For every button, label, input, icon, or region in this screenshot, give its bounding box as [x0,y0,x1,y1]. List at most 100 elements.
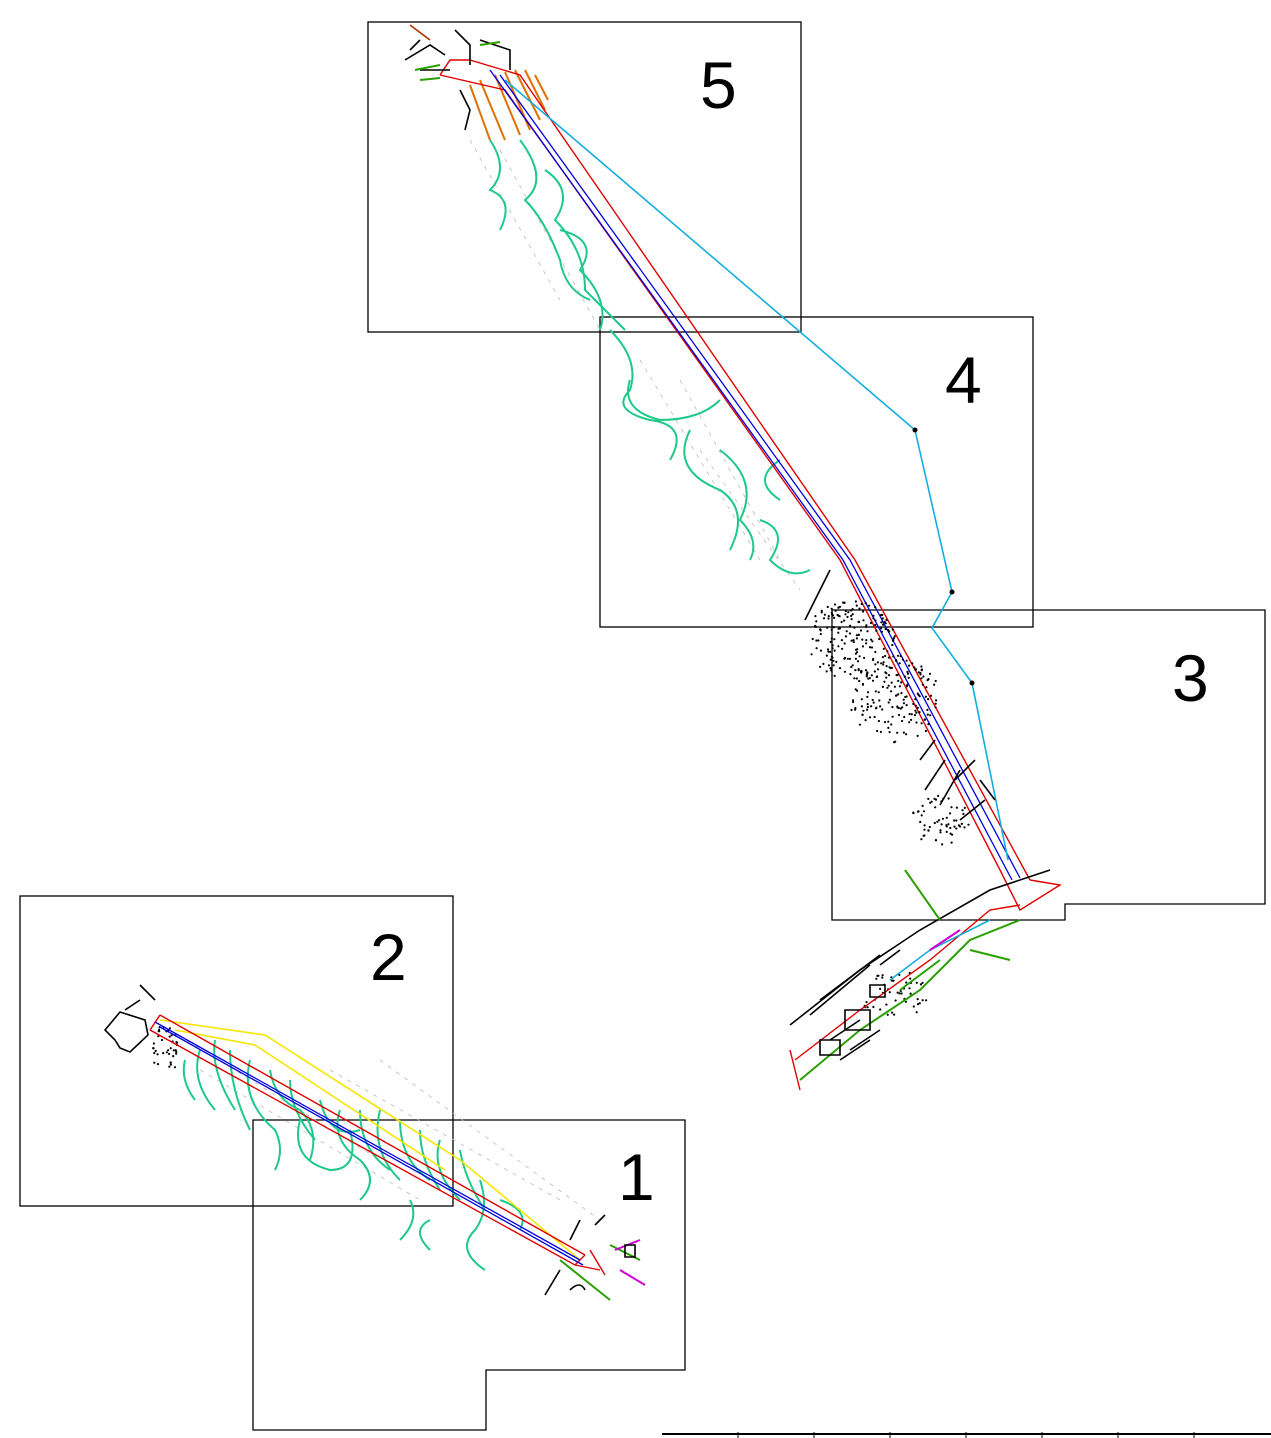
survey-point [866,708,869,711]
survey-point [895,694,898,697]
survey-point [814,624,817,628]
survey-point [841,647,844,650]
survey-point [887,726,890,730]
survey-point [927,723,930,726]
survey-point [896,705,899,708]
survey-point [879,614,883,617]
survey-point [960,822,963,826]
survey-point [920,677,923,680]
survey-point [947,823,950,826]
survey-point [913,666,916,669]
survey-point [890,666,894,670]
survey-point [832,626,836,629]
survey-point [874,690,877,693]
survey-point [885,665,888,668]
survey-point [897,706,900,710]
survey-point [865,642,868,645]
survey-point [819,632,822,636]
orange-hatch [469,69,549,141]
survey-point [888,666,891,669]
survey-point [866,695,869,699]
survey-point [831,644,834,647]
survey-point [894,659,898,662]
survey-point [831,647,834,650]
survey-point [823,613,827,616]
survey-point [915,711,918,714]
survey-point [881,708,884,711]
survey-point [890,681,893,684]
survey-point [882,623,885,626]
survey-point [919,673,922,676]
survey-point [953,825,956,828]
survey-point [883,620,886,624]
survey-point [156,1053,159,1056]
survey-point [859,629,863,632]
survey-point [925,686,928,689]
survey-point [910,713,913,716]
survey-point [914,698,917,701]
survey-point [871,698,874,702]
survey-point [861,683,865,686]
survey-point [862,610,865,613]
survey-point [898,992,901,995]
survey-point [870,674,873,677]
survey-point [901,706,904,709]
survey-point [915,1011,918,1014]
sheet-frame-2[interactable] [19,895,454,1207]
survey-point [846,657,849,660]
survey-point [173,1066,177,1069]
survey-point [825,670,828,673]
sheet-frame-5[interactable] [367,21,802,333]
survey-point [924,718,927,721]
survey-point [854,708,857,711]
survey-point [819,649,823,652]
scale-bar [662,1432,1271,1438]
survey-point [887,684,890,687]
survey-point [838,615,841,618]
survey-point [846,615,849,619]
survey-point [833,616,836,620]
survey-point [914,709,917,712]
survey-point [883,721,887,724]
survey-point [877,974,880,977]
survey-point [939,831,942,834]
survey-point [915,981,918,984]
survey-point [827,664,831,667]
survey-point [915,721,918,724]
survey-point [176,1041,179,1044]
survey-point [815,639,818,642]
survey-point [826,605,829,609]
survey-point [934,702,937,705]
survey-point [832,664,835,667]
survey-point [152,1042,155,1045]
survey-point [879,627,883,630]
survey-point [862,619,865,622]
survey-point [945,825,948,828]
survey-point [898,685,902,688]
survey-point [955,806,959,809]
junction-detail [789,869,1051,1091]
survey-point [905,659,908,662]
survey-point [169,1063,172,1066]
survey-point [893,741,896,744]
survey-point [826,648,830,651]
survey-point [850,618,853,621]
contour-lines-upper [488,139,811,575]
survey-point [908,721,911,724]
survey-point [906,672,910,675]
sheet-frame-3[interactable] [831,609,1266,921]
survey-point [912,1005,915,1008]
survey-point [933,821,936,825]
survey-point [905,733,908,736]
survey-point [843,642,846,645]
survey-point [831,613,834,616]
survey-point [874,606,877,609]
survey-point [870,705,873,708]
survey-point [152,1047,155,1050]
survey-point [838,667,842,670]
survey-point [870,638,873,641]
survey-point [830,607,833,610]
survey-point [905,685,909,688]
survey-point [822,662,825,666]
sheet-frame-1[interactable] [252,1119,686,1431]
